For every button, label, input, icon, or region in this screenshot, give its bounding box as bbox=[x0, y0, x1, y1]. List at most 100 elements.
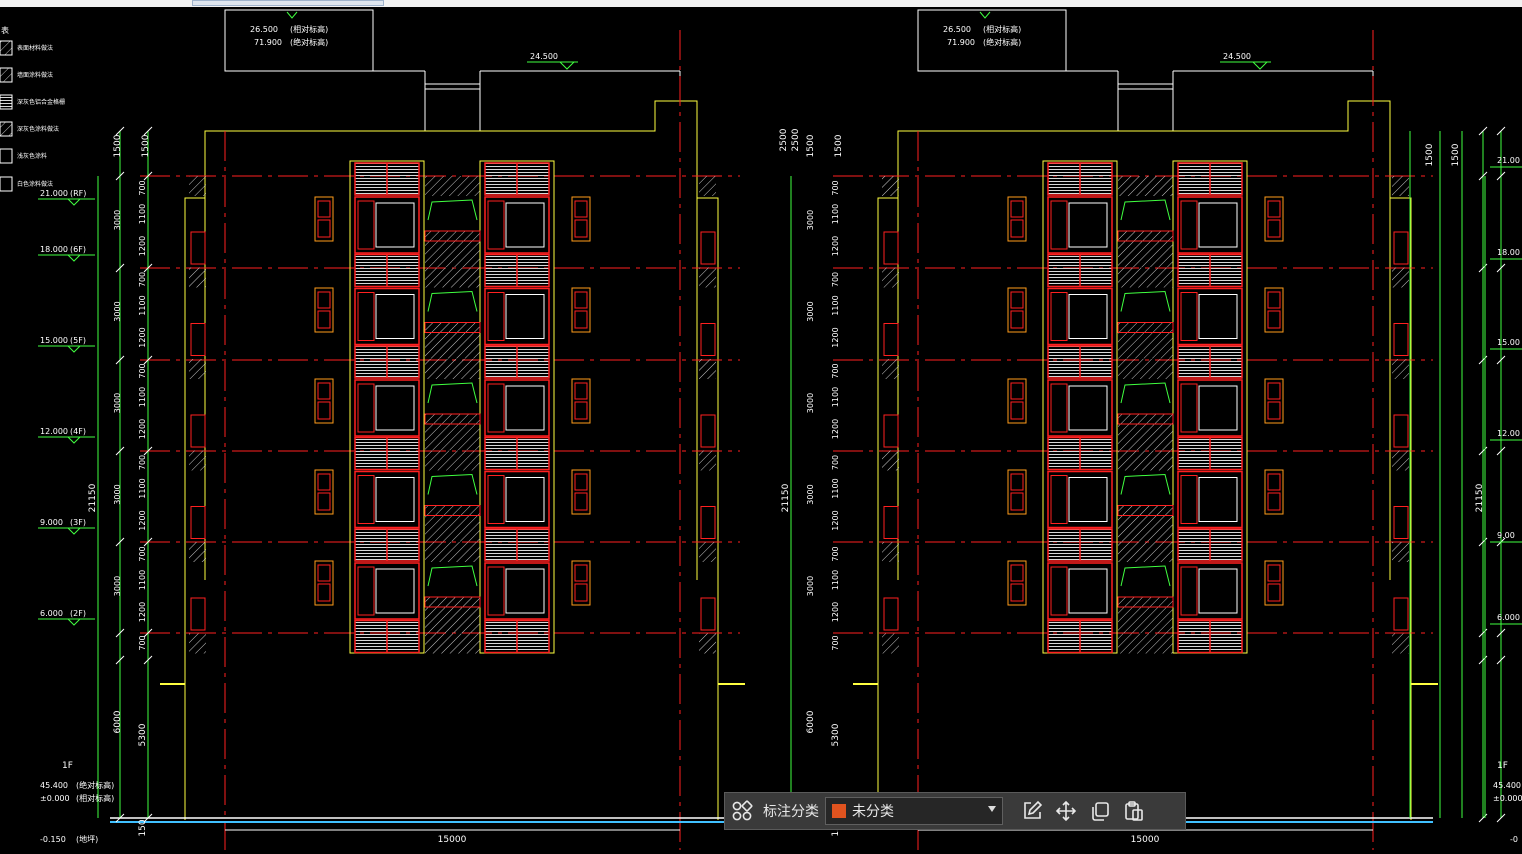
dimension-text: 3000 bbox=[806, 393, 815, 413]
canopy-line bbox=[1120, 382, 1171, 404]
side-window bbox=[1007, 287, 1027, 333]
hatched-band bbox=[699, 176, 716, 196]
dimension-text: 6000 bbox=[806, 710, 816, 733]
side-window bbox=[314, 196, 334, 242]
side-window-pane bbox=[1010, 473, 1024, 491]
dimension-tick bbox=[143, 537, 153, 547]
glass-pane bbox=[375, 294, 415, 339]
ground-floor-text: 1F bbox=[1497, 761, 1508, 771]
move-icon[interactable] bbox=[1049, 795, 1083, 827]
edge-window bbox=[190, 231, 206, 265]
dimension-tick bbox=[143, 126, 153, 136]
dimension-text: 700 bbox=[138, 635, 147, 650]
dimension-text: 700 bbox=[831, 635, 840, 650]
side-window-pane bbox=[1010, 401, 1024, 420]
window-frame bbox=[354, 470, 420, 529]
dimension-tick bbox=[1478, 446, 1488, 456]
side-window-pane bbox=[574, 401, 588, 420]
dimension-text: 1100 bbox=[138, 295, 147, 315]
window-sash bbox=[1180, 292, 1198, 341]
dimension-text: 1500 bbox=[806, 134, 816, 157]
glass-pane bbox=[505, 202, 545, 248]
dimension-text: 3000 bbox=[113, 210, 122, 230]
window-sash bbox=[487, 475, 505, 524]
side-window-pane bbox=[1010, 492, 1024, 511]
window-sash bbox=[357, 566, 375, 616]
hatched-band bbox=[189, 633, 206, 654]
window-frame bbox=[1047, 287, 1113, 346]
side-window-pane bbox=[1267, 583, 1281, 602]
window-frame bbox=[1177, 379, 1243, 437]
dimension-tick bbox=[115, 655, 125, 665]
hatched-band bbox=[189, 359, 206, 379]
edit-icon[interactable] bbox=[1015, 795, 1049, 827]
hatched-band bbox=[699, 542, 716, 562]
hatched-band bbox=[425, 414, 480, 450]
hatched-band bbox=[1118, 597, 1173, 633]
legend-item-label: 墙面涂料做法 bbox=[17, 71, 53, 79]
hatched-band bbox=[189, 176, 206, 196]
hatched-band bbox=[425, 359, 480, 379]
dimension-text: 5300 bbox=[138, 723, 148, 746]
edge-window bbox=[1393, 231, 1409, 265]
copy-icon[interactable] bbox=[1083, 795, 1117, 827]
side-window bbox=[314, 287, 334, 333]
ground-elevation-text: ±0.000 bbox=[1493, 794, 1522, 803]
balcony-stack bbox=[349, 160, 425, 654]
side-window bbox=[1264, 469, 1284, 515]
width-dimension-text: 15000 bbox=[1131, 835, 1160, 845]
dimension-tick bbox=[115, 813, 125, 823]
total-height-text: 21150 bbox=[88, 483, 98, 512]
window-frame bbox=[484, 196, 550, 254]
edge-window bbox=[700, 597, 716, 631]
side-window-pane bbox=[317, 200, 331, 218]
balcony-stack bbox=[479, 160, 555, 654]
canopy-line bbox=[427, 290, 478, 312]
dimension-text: 6000 bbox=[113, 710, 123, 733]
elevation-marker bbox=[67, 436, 81, 444]
window-sash bbox=[1050, 292, 1068, 341]
level-elevation-text: 6.000 bbox=[40, 609, 63, 618]
level-elevation-text: 6.000 bbox=[1497, 613, 1520, 622]
dimension-text: 1200 bbox=[138, 510, 147, 530]
paste-icon[interactable] bbox=[1117, 795, 1151, 827]
active-tab[interactable] bbox=[192, 0, 384, 6]
window-frame bbox=[354, 196, 420, 254]
hatched-band bbox=[1118, 267, 1173, 288]
side-window-pane bbox=[1267, 310, 1281, 329]
hatched-band bbox=[699, 359, 716, 379]
side-window bbox=[1007, 378, 1027, 424]
railing bbox=[1117, 322, 1174, 333]
dimension-text: 700 bbox=[138, 455, 147, 470]
side-window bbox=[1264, 196, 1284, 242]
elevation-marker bbox=[979, 11, 991, 19]
total-height-text: 21150 bbox=[781, 483, 791, 512]
hatched-band bbox=[1392, 633, 1409, 654]
side-window bbox=[1007, 560, 1027, 606]
category-dropdown[interactable]: 未分类 bbox=[825, 797, 1003, 825]
width-dimension-text: 15000 bbox=[438, 835, 467, 845]
dimension-text: 150 bbox=[138, 819, 148, 836]
dimension-text: 3000 bbox=[113, 576, 122, 596]
window-sash bbox=[357, 200, 375, 250]
grade-elevation-text: -0.150 bbox=[40, 835, 66, 844]
dimension-text: 1500 bbox=[1425, 143, 1435, 166]
elevation-marker bbox=[67, 345, 81, 353]
elevation-labels: 21.000(RF)18.000(6F)15.000(5F)12.000(4F)… bbox=[38, 156, 1522, 844]
dimension-text: 1100 bbox=[138, 570, 147, 590]
glass-pane bbox=[1198, 568, 1238, 614]
canopy-line bbox=[427, 199, 478, 221]
window-sash bbox=[1180, 566, 1198, 616]
grid-icon[interactable] bbox=[725, 795, 759, 827]
side-window-pane bbox=[317, 401, 331, 420]
railing bbox=[1117, 413, 1174, 425]
dimension-text: 1200 bbox=[831, 419, 840, 439]
glass-pane bbox=[505, 477, 545, 522]
hatched-band bbox=[425, 542, 480, 562]
dimension-tick bbox=[1478, 655, 1488, 665]
dimension-text: 700 bbox=[138, 180, 147, 195]
side-window-pane bbox=[1010, 219, 1024, 238]
glass-pane bbox=[1198, 385, 1238, 431]
